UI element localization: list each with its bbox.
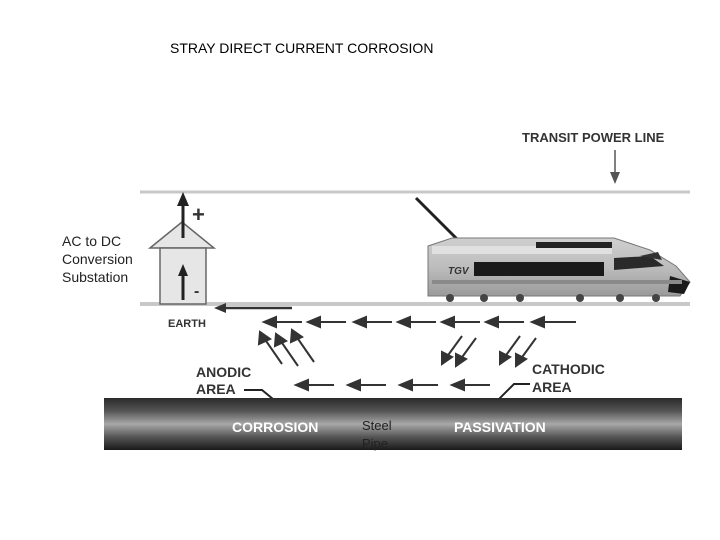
- earth-label: EARTH: [168, 318, 206, 330]
- steel-pipe: [104, 398, 682, 450]
- cathodic-current-arrows: [441, 335, 537, 368]
- anodic-current-arrows: [257, 328, 315, 367]
- substation-label-1: AC to DC: [62, 233, 121, 249]
- substation-icon: [147, 192, 217, 305]
- train-logo: TGV: [448, 266, 470, 277]
- passivation-label: PASSIVATION: [454, 419, 546, 435]
- transit-power-line-label: TRANSIT POWER LINE: [522, 130, 665, 145]
- corrosion-label: CORROSION: [232, 419, 318, 435]
- steel-pipe-label-1: Steel: [362, 418, 392, 433]
- cathodic-label-1: CATHODIC: [532, 361, 605, 377]
- earth-current-arrows: [261, 315, 576, 329]
- power-line-pointer-head: [610, 172, 620, 184]
- plus-sign: +: [192, 202, 205, 227]
- minus-sign: -: [194, 283, 199, 300]
- pipe-current-arrows: [293, 378, 490, 392]
- substation-label-2: Conversion: [62, 251, 133, 267]
- train-icon: [414, 196, 691, 302]
- steel-pipe-label-2: Pipe: [362, 436, 388, 451]
- anodic-label-2: AREA: [196, 381, 236, 397]
- anodic-label-1: ANODIC: [196, 364, 251, 380]
- cathodic-label-2: AREA: [532, 379, 572, 395]
- substation-label-3: Substation: [62, 269, 128, 285]
- diagram-title: STRAY DIRECT CURRENT CORROSION: [170, 40, 434, 56]
